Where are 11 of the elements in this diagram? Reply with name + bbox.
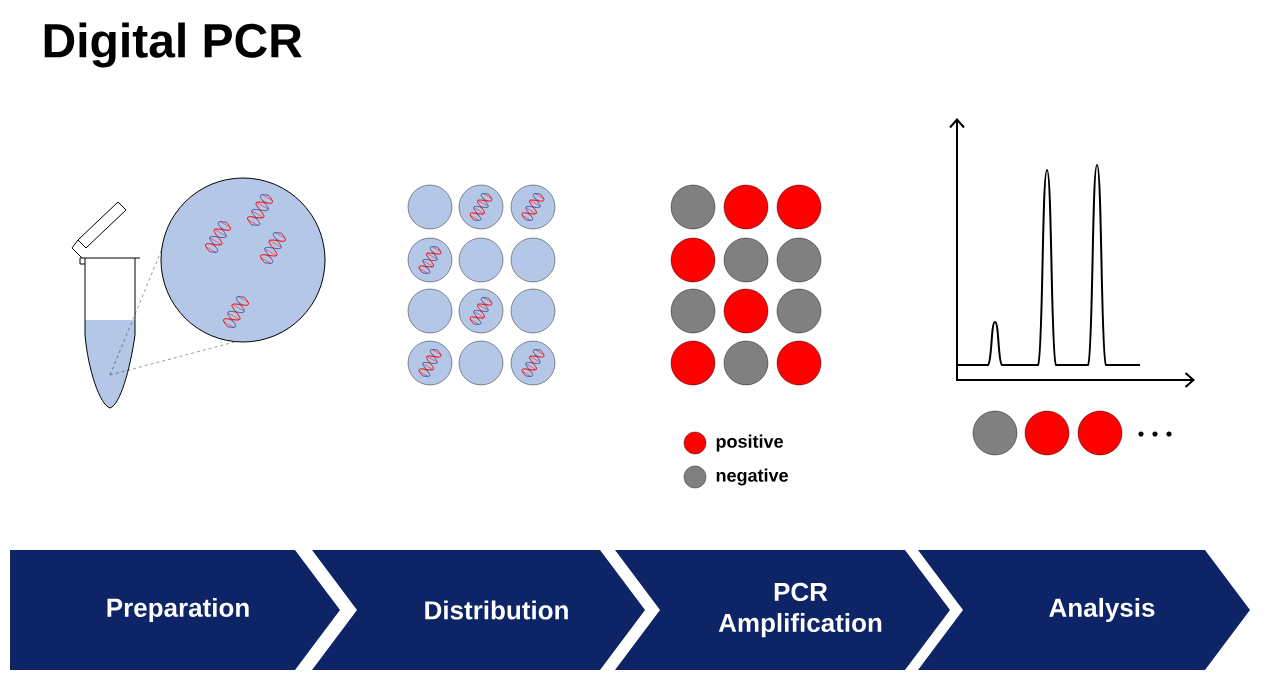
title: Digital PCR bbox=[44, 22, 302, 68]
node-label: PCR Amplification bbox=[718, 582, 882, 638]
node-label: Distribution bbox=[425, 600, 568, 620]
legend-label: positive bbox=[716, 434, 783, 452]
chevron-step: Preparation bbox=[10, 550, 340, 670]
chevron-step: PCR Amplification bbox=[615, 550, 950, 670]
node-label: Analysis bbox=[1049, 597, 1155, 623]
chevron-step: Analysis bbox=[918, 550, 1250, 670]
node-label: Preparation bbox=[107, 597, 249, 623]
chevron-step: Distribution bbox=[312, 550, 645, 670]
legend-label: negative bbox=[716, 468, 788, 486]
